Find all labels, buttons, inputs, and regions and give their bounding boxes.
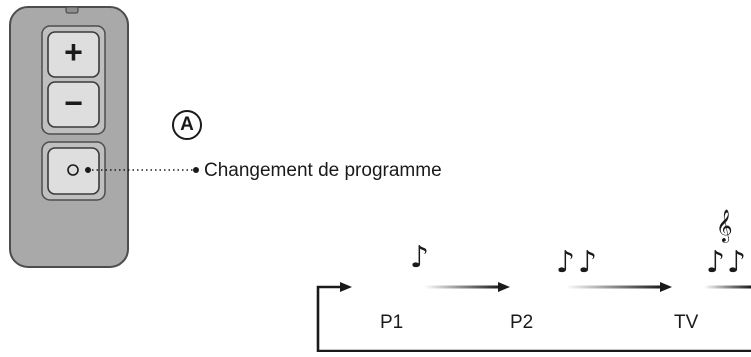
state-label-tv: TV — [674, 312, 699, 333]
clef-glyph: 𝄞 — [716, 209, 733, 242]
note-glyph: ♪ — [556, 245, 576, 280]
callout-letter-a: A — [180, 114, 194, 135]
callout-circle — [172, 110, 202, 140]
note-glyph: ♪ — [706, 245, 726, 280]
arrow-tv-out — [704, 285, 751, 289]
arrow-p2-to-tv-head — [660, 282, 672, 292]
note-glyph: ♪ — [578, 245, 598, 280]
program-change-label: Changement de programme — [204, 160, 442, 181]
cycle-return-line — [316, 285, 751, 353]
state-label-p1: P1 — [380, 312, 404, 333]
remote-top-notch — [65, 6, 79, 14]
remote-control: + − — [9, 6, 129, 268]
circle-icon — [67, 164, 79, 176]
leader-start-dot — [85, 167, 91, 173]
plus-icon: + — [64, 34, 83, 70]
note-glyph: ♪ — [410, 240, 430, 275]
state-label-p2: P2 — [510, 312, 534, 333]
program-button-leader — [85, 167, 199, 173]
arrow-p2-to-tv — [566, 285, 662, 289]
minus-icon: − — [64, 85, 83, 121]
arrow-p1-to-p2 — [424, 285, 500, 289]
cycle-return-arrowhead — [340, 282, 352, 292]
note-glyph: ♪ — [727, 245, 747, 280]
program-button[interactable] — [47, 147, 100, 195]
arrow-p1-to-p2-head — [498, 282, 510, 292]
leader-end-dot — [193, 167, 199, 173]
volume-down-button[interactable] — [47, 81, 100, 128]
volume-up-button[interactable] — [47, 31, 100, 78]
program-cycle-diagram — [316, 282, 751, 353]
